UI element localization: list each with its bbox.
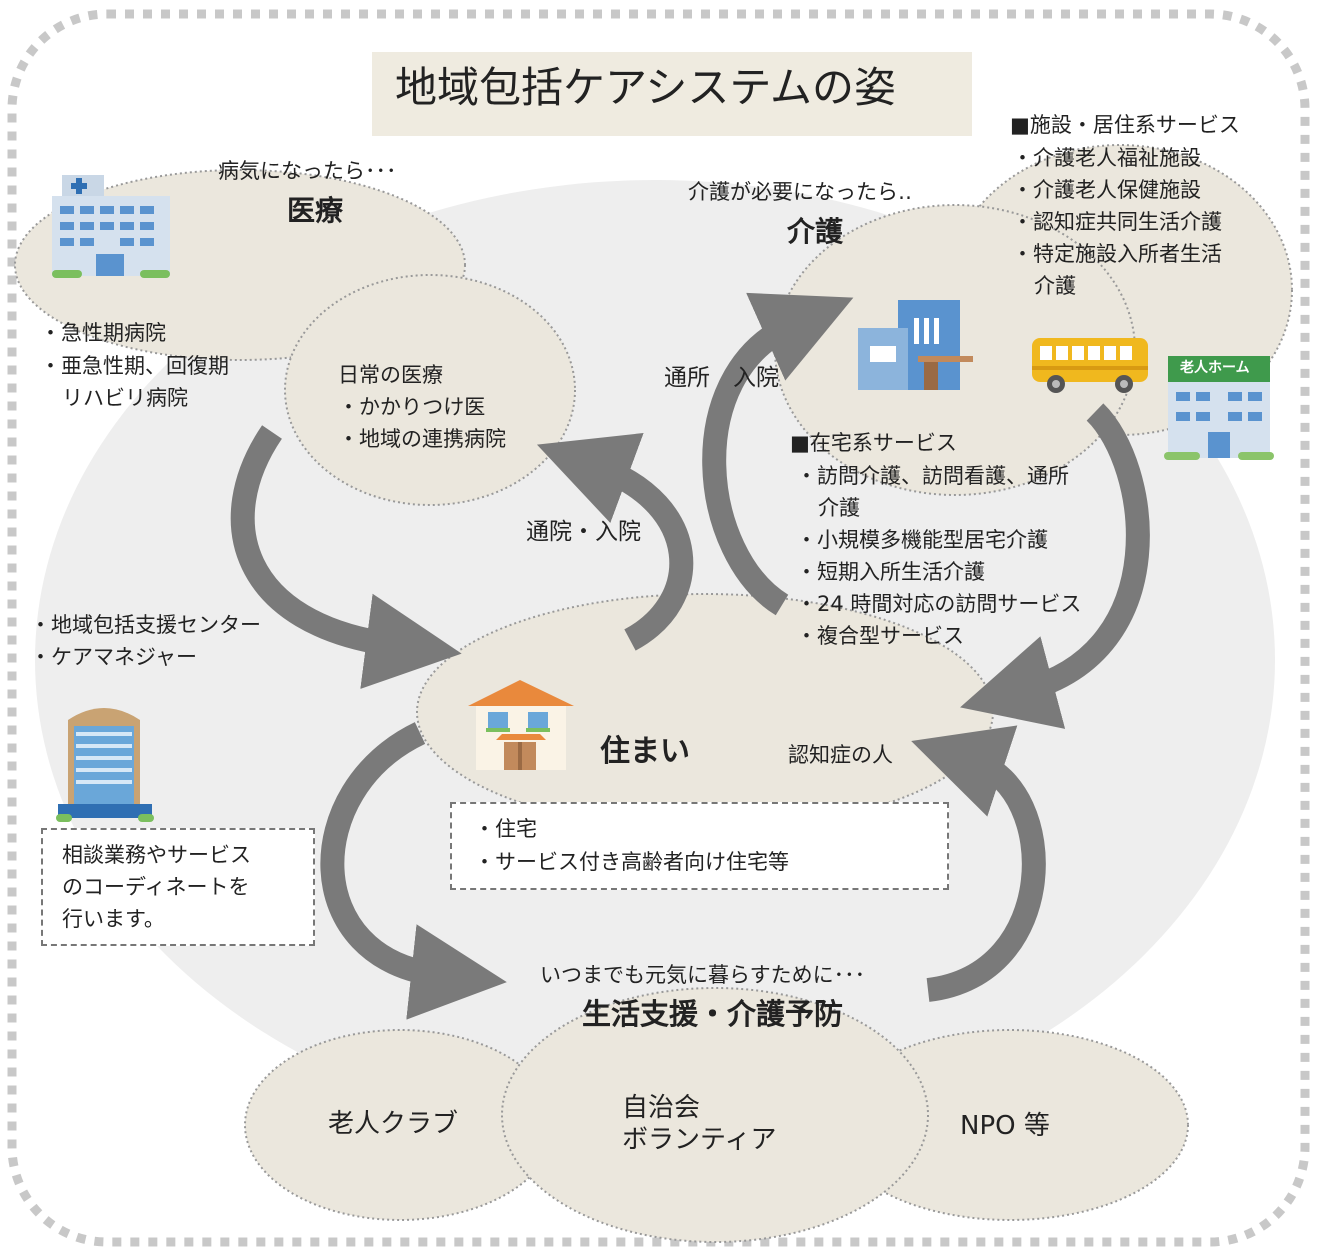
arrow-life-to-housing: [911, 725, 1046, 1002]
nursing-home-sign: 老人ホーム: [1180, 360, 1250, 376]
hospital-icon: [52, 175, 170, 278]
daily-care-item-2: ・地域の連携病院: [338, 427, 506, 451]
arrow-label-care: 通所 入院: [664, 365, 779, 391]
arrow-care-to-housing: [702, 292, 854, 616]
home-item-1-cont: 介護: [818, 496, 860, 520]
facility-item-3: ・認知症共同生活介護: [1012, 210, 1222, 234]
housing-types-box: [450, 802, 949, 890]
nursing-home-icon: [1164, 356, 1274, 460]
facility-item-4-cont: 介護: [1034, 274, 1076, 298]
home-item-4: ・24 時間対応の訪問サービス: [796, 592, 1082, 616]
support-item-1: ・地域包括支援センター: [30, 613, 261, 637]
arrow-label-hospital: 通院・入院: [526, 519, 641, 545]
hospital-item-1: ・急性期病院: [40, 321, 166, 345]
npo-label: NPO 等: [960, 1111, 1050, 1141]
npo-ellipse: [831, 1029, 1189, 1221]
life-support-heading: 生活支援・介護予防: [582, 997, 844, 1031]
outer-frame: [7, 9, 1310, 1247]
page-title: 地域包括ケアシステムの姿: [395, 63, 897, 112]
arrow-medical-to-housing: [230, 425, 462, 689]
hospital-item-3: リハビリ病院: [62, 386, 188, 410]
home-services-title: ■在宅系サービス: [790, 431, 957, 455]
facility-item-4: ・特定施設入所者生活: [1012, 242, 1222, 266]
housing-item-2: ・サービス付き高齢者向け住宅等: [474, 850, 789, 874]
arrow-housing-to-life: [320, 722, 507, 1020]
home-item-5: ・複合型サービス: [796, 624, 964, 648]
house-icon: [468, 680, 574, 770]
daily-care-item-1: ・かかりつけ医: [338, 395, 486, 419]
facility-services-title: ■施設・居住系サービス: [1010, 113, 1240, 137]
care-heading: 介護: [787, 215, 844, 248]
medical-heading: 医療: [287, 194, 344, 227]
daily-care-ellipse: [284, 274, 576, 506]
support-item-2: ・ケアマネジャー: [30, 645, 197, 669]
daily-care-title: 日常の医療: [338, 363, 443, 387]
neighborhood-label-1: 自治会: [622, 1093, 701, 1123]
housing-heading: 住まい: [600, 734, 690, 769]
facility-item-1: ・介護老人福祉施設: [1012, 146, 1201, 170]
club-label: 老人クラブ: [328, 1109, 459, 1139]
arrow-housing-to-medical: [536, 433, 694, 651]
care-facility-icon: [858, 300, 973, 390]
facility-item-2: ・介護老人保健施設: [1012, 178, 1201, 202]
support-note-line-3: 行います。: [62, 907, 165, 931]
bus-icon: [1032, 338, 1148, 393]
home-item-1: ・訪問介護、訪問看護、通所: [796, 464, 1069, 488]
housing-item-1: ・住宅: [474, 817, 537, 841]
arrow-housing-to-care: [960, 403, 1150, 729]
hospital-item-2: ・亜急性期、回復期: [40, 354, 229, 378]
neighborhood-label-2: ボランティア: [622, 1125, 777, 1155]
medical-lead: 病気になったら･･･: [218, 159, 397, 183]
support-note-line-2: のコーディネートを: [62, 875, 250, 899]
title-banner: [372, 52, 972, 136]
home-item-3: ・短期入所生活介護: [796, 560, 985, 584]
life-support-ellipse: [501, 987, 929, 1243]
dementia-label: 認知症の人: [788, 743, 893, 767]
home-item-2: ・小規模多機能型居宅介護: [796, 528, 1048, 552]
support-note-box: [41, 828, 315, 946]
care-lead: 介護が必要になったら‥: [688, 180, 913, 204]
support-note-line-1: 相談業務やサービス: [62, 843, 251, 867]
life-support-lead: いつまでも元気に暮らすために･･･: [540, 963, 866, 987]
office-building-icon: [56, 708, 154, 822]
